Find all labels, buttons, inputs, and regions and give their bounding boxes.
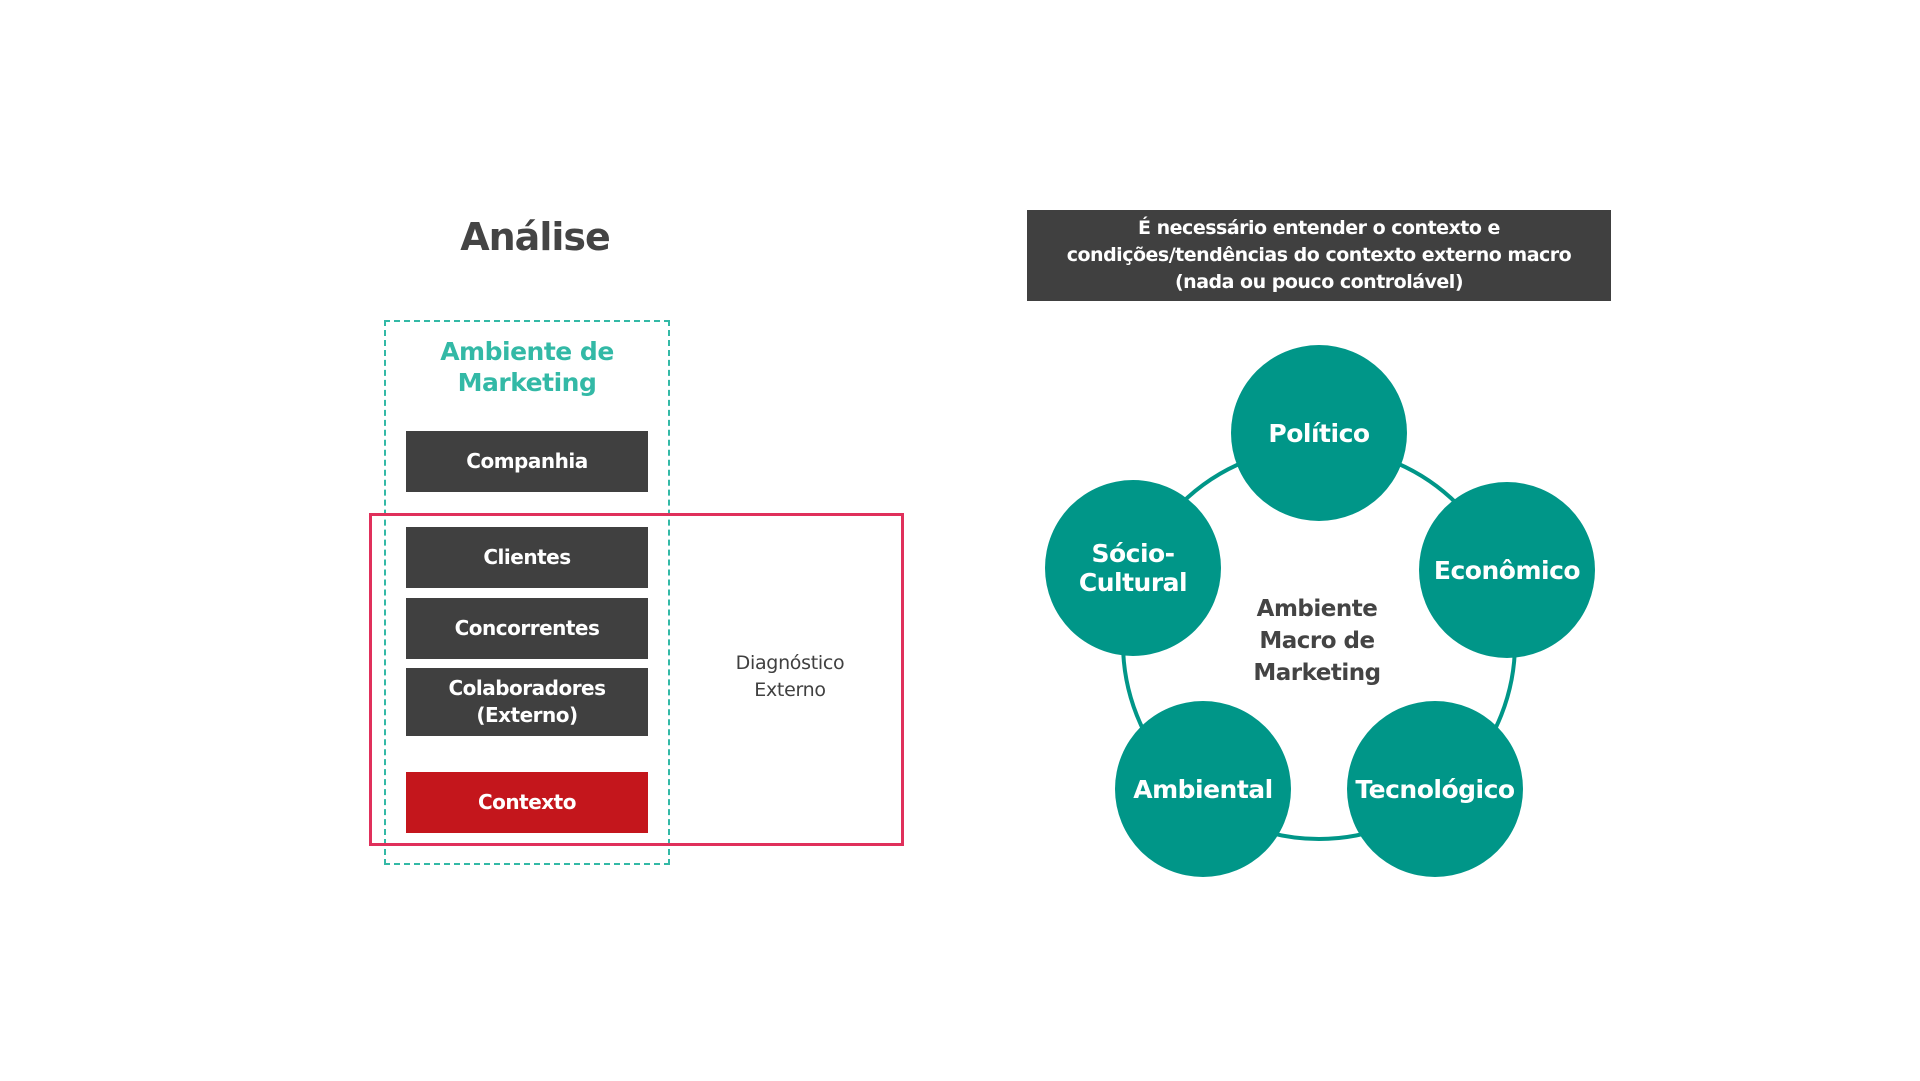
diagnostico-externo-label: Diagnóstico Externo — [735, 652, 845, 701]
economico-label: Econômico — [1433, 555, 1581, 585]
economico-circle — [1419, 482, 1595, 658]
politico-label: Político — [1268, 418, 1370, 448]
context-note-text: É necessário entender o contexto e condi… — [1066, 217, 1572, 293]
companhia-bar: Companhia — [406, 431, 648, 492]
macro-center-label: Ambiente Macro de Marketing — [1253, 596, 1381, 686]
diagnostico-externo-box — [369, 513, 904, 846]
ambiental-circle — [1115, 701, 1291, 877]
clientes-bar: Clientes — [406, 527, 648, 588]
contexto-bar: Contexto — [406, 772, 648, 833]
ambiente-marketing-title: Ambiente de Marketing — [440, 337, 614, 397]
concorrentes-bar: Concorrentes — [406, 598, 648, 659]
tecnologico-label: Tecnológico — [1355, 774, 1515, 804]
tecnologico-circle — [1347, 701, 1523, 877]
ambiente-marketing-dashed-box — [384, 320, 670, 865]
analise-title: Análise — [460, 215, 611, 259]
socio-cultural-circle — [1045, 480, 1221, 656]
ambiental-label: Ambiental — [1133, 774, 1273, 804]
socio-cultural-label: Sócio-Cultural — [1078, 539, 1188, 597]
context-note-box: É necessário entender o contexto e condi… — [1027, 210, 1611, 301]
colaboradores-bar: Colaboradores (Externo) — [406, 668, 648, 736]
politico-circle — [1231, 345, 1407, 521]
